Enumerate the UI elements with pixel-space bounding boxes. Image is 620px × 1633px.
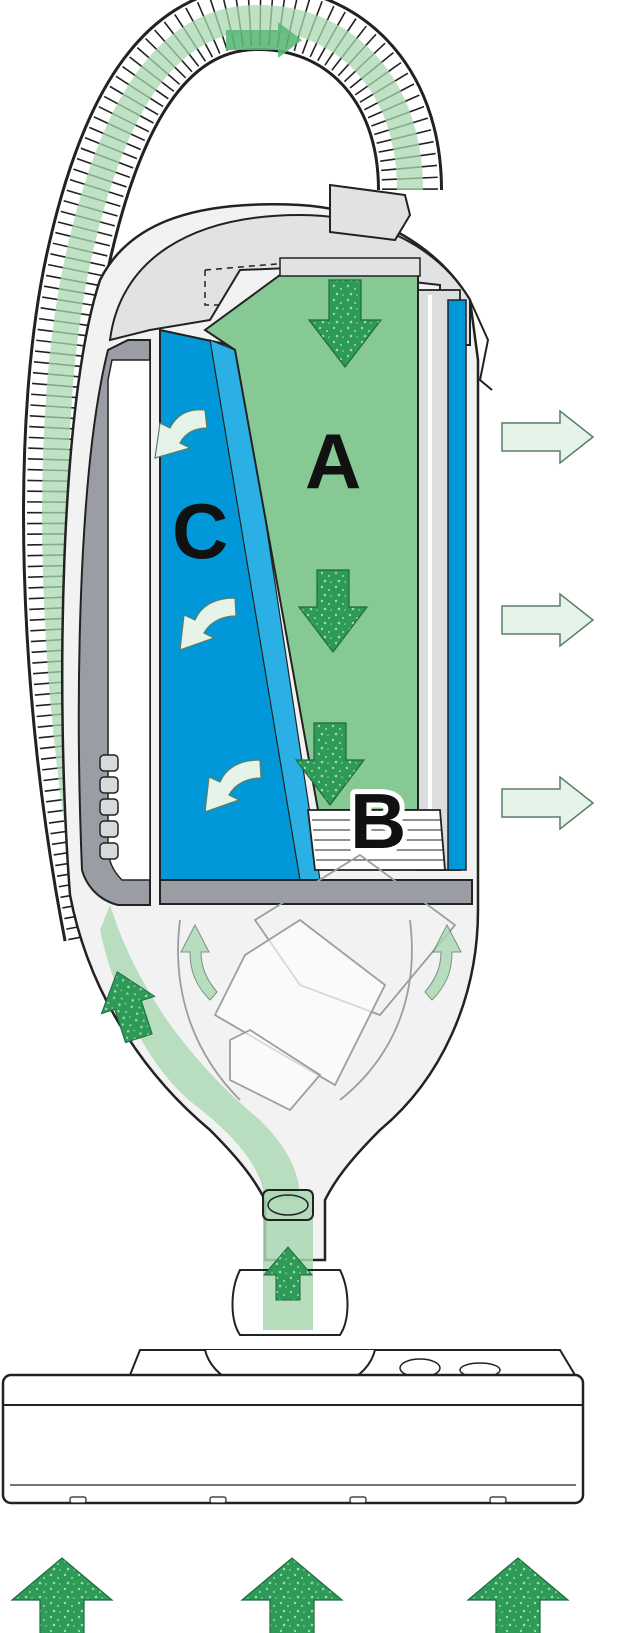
- up-arrow-icon: [468, 1558, 568, 1633]
- right-arrow-icon: [502, 777, 593, 829]
- label-a: A: [305, 417, 361, 505]
- up-arrow-icon: [12, 1558, 112, 1633]
- label-c: C: [172, 487, 228, 575]
- grip-ridges: [100, 755, 118, 859]
- label-b: B: [350, 777, 406, 865]
- up-arrow-icon: [242, 1558, 342, 1633]
- right-arrow-icon: [502, 411, 593, 463]
- right-arrow-icon: [502, 594, 593, 646]
- exhaust-arrows: [502, 411, 593, 829]
- power-head: [3, 1350, 583, 1503]
